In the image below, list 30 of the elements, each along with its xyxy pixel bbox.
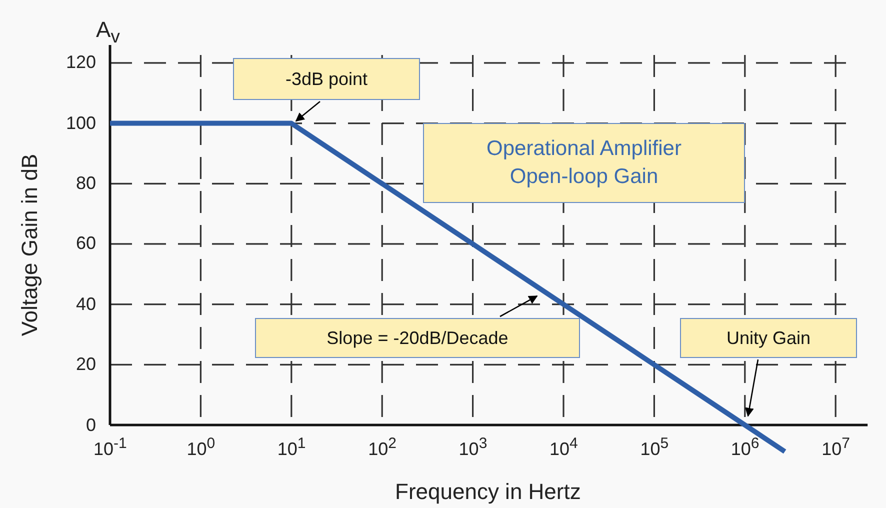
tick-label: 10$^{7}$: [822, 434, 850, 460]
tick-label: 10$^{-1}$: [94, 434, 127, 460]
tick-label: 120: [66, 52, 96, 74]
callout-text: Slope = -20dB/Decade: [326, 328, 508, 348]
tick-label: 60: [76, 233, 96, 254]
callout-text: Operational Amplifier Open-loop Gain: [486, 136, 682, 190]
tick-label: 10$^{0}$: [186, 434, 216, 460]
callout-box: [680, 318, 857, 358]
callout-box: [255, 318, 580, 358]
tick-label: 10$^{4}$: [550, 434, 578, 460]
tick-label: 10$^{3}$: [458, 434, 488, 460]
leader-arrow: [744, 359, 759, 417]
tick-label: 0: [86, 414, 96, 436]
tick-label: 10$^{6}$: [730, 434, 760, 460]
axis-title: Voltage Gain in dB: [17, 154, 44, 336]
leader-arrow: [295, 101, 320, 122]
tick-label: 100: [66, 112, 96, 134]
tick-label: 80: [76, 173, 96, 194]
callout-text: -3dB point: [285, 68, 368, 90]
tick-label: 20: [76, 354, 96, 376]
tick-label: 10$^{5}$: [640, 434, 669, 460]
leader-arrow: [500, 295, 538, 318]
callout-box: [233, 58, 420, 100]
tick-label: 40: [76, 294, 96, 315]
callout-text: Unity Gain: [726, 328, 811, 348]
tick-label: 10$^{1}$: [277, 434, 306, 460]
axis-symbol: A$_{v}$: [96, 17, 120, 48]
callout-box: [423, 123, 745, 203]
tick-label: 10$^{2}$: [368, 434, 396, 460]
axis-title: Frequency in Hertz: [395, 479, 581, 505]
